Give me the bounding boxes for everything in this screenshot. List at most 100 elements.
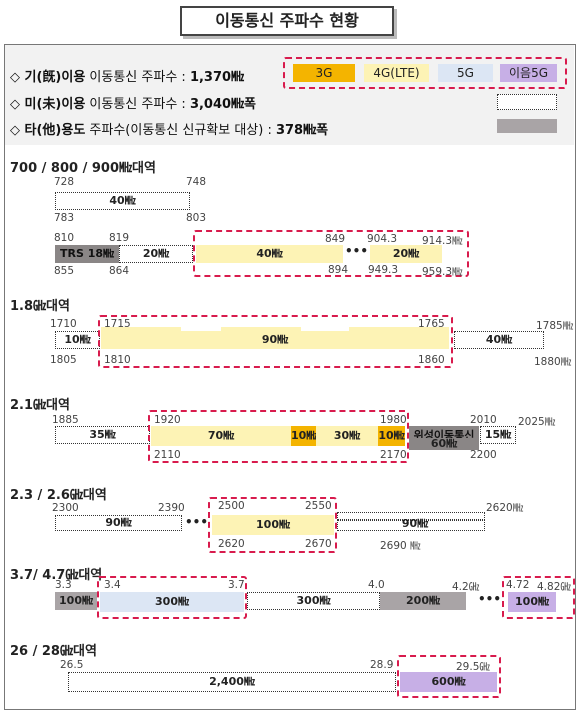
legend-key-4g: 4G(LTE) — [364, 64, 429, 82]
block-trs-18mhz: TRS 18㎒ — [55, 245, 119, 263]
block-2-1-30mhz-lte: 30㎒ — [316, 426, 378, 446]
block-26-2400mhz-unused: 2,400㎒ — [68, 672, 396, 692]
legend-other-value: 378㎒폭 — [275, 123, 329, 138]
legend-key-eum5g: 이음5G — [500, 64, 557, 82]
freq-1805: 1805 — [50, 354, 77, 366]
block-28-600mhz-eum5g: 600㎒ — [400, 672, 497, 692]
diagram-frame — [4, 44, 576, 710]
block-4-7-100mhz-eum5g: 100㎒ — [508, 592, 556, 612]
legend-existing-text: 이동통신 주파수 : — [85, 70, 190, 85]
freq-1980: 1980 — [380, 414, 407, 426]
freq-28-9: 28.9 — [370, 659, 394, 671]
freq-819: 819 — [109, 232, 130, 244]
legend-row-unused: ◇ 미(未)이용 이동통신 주파수 : 3,040㎒폭 — [10, 93, 256, 112]
legend-unused-prefix: ◇ 미(未)이용 — [10, 97, 86, 112]
block-700-40mhz: 40㎒ — [55, 192, 190, 210]
freq-959-3: 959.3㎒ — [422, 266, 463, 278]
section-26-28ghz: 26 / 28㎓대역 — [10, 644, 97, 659]
block-1-8-lte-step-c — [349, 327, 449, 333]
block-1-8-lte-step-a — [101, 327, 181, 333]
freq-894: 894 — [328, 264, 349, 276]
block-1-8-90mhz-lte — [101, 331, 449, 349]
freq-2670: 2670 — [305, 538, 332, 550]
legend-other-text: 주파수(이동통신 신규확보 대상) : — [85, 123, 276, 138]
legend-row-other: ◇ 타(他)용도 주파수(이동통신 신규확보 대상) : 378㎒폭 — [10, 119, 328, 138]
freq-2620: 2620 — [218, 538, 245, 550]
legend-panel — [5, 45, 574, 145]
freq-803: 803 — [186, 212, 207, 224]
freq-4-82: 4.82㎓ — [537, 581, 571, 593]
label-2-6-90mhz: 90㎒ — [401, 517, 429, 530]
freq-4-0: 4.0 — [368, 579, 385, 591]
freq-2550: 2550 — [305, 500, 332, 512]
page-title: 이동통신 주파수 현황 — [180, 6, 394, 36]
block-3-3-100mhz: 100㎒ — [55, 592, 97, 610]
block-2-6-lower-unused — [337, 520, 485, 531]
freq-3-4: 3.4 — [104, 579, 121, 591]
block-2-3-90mhz: 90㎒ — [55, 515, 182, 531]
freq-1880: 1880㎒ — [534, 356, 572, 368]
group-800-900-existing — [193, 230, 469, 277]
freq-29-5: 29.5㎓ — [456, 661, 490, 673]
freq-1765: 1765 — [418, 318, 445, 330]
legend-unused-value: 3,040㎒폭 — [189, 97, 257, 112]
freq-1710: 1710 — [50, 318, 77, 330]
group-28-existing — [397, 655, 501, 698]
block-900-20mhz-lte: 20㎒ — [370, 245, 442, 263]
block-2-1-10mhz-3g-b: 10㎒ — [378, 426, 405, 446]
freq-2620mhz: 2620㎒ — [486, 502, 524, 514]
freq-2170: 2170 — [380, 449, 407, 461]
group-4-7-existing — [502, 576, 575, 619]
freq-2500: 2500 — [218, 500, 245, 512]
gap-dots-900: ••• — [345, 244, 369, 258]
legend-swatch-other — [497, 119, 557, 133]
freq-2390: 2390 — [158, 502, 185, 514]
freq-2300: 2300 — [52, 502, 79, 514]
freq-748: 748 — [186, 176, 207, 188]
section-3-7-4-7ghz: 3.7/ 4.7㎓대역 — [10, 568, 103, 583]
block-2-1-15mhz: 15㎒ — [480, 426, 516, 444]
block-800-40mhz-lte: 40㎒ — [196, 245, 343, 263]
section-2-1ghz: 2.1㎓대역 — [10, 398, 70, 413]
legend-unused-text: 이동통신 주파수 : — [85, 97, 190, 112]
legend-existing-value: 1,370㎒ — [189, 70, 245, 85]
freq-26-5: 26.5 — [60, 659, 84, 671]
freq-1785: 1785㎒ — [536, 320, 574, 332]
legend-existing-prefix: ◇ 기(旣)이용 — [10, 70, 86, 85]
freq-728: 728 — [54, 176, 75, 188]
block-1-8-10mhz: 10㎒ — [55, 331, 100, 349]
freq-2025: 2025㎒ — [518, 416, 556, 428]
block-3-5-300mhz-5g: 300㎒ — [100, 592, 244, 612]
freq-4-2: 4.2㎓ — [452, 581, 480, 593]
gap-dots-2-3: ••• — [185, 515, 209, 529]
block-2-1-10mhz-3g-a: 10㎒ — [291, 426, 317, 446]
legend-key-group — [283, 57, 567, 89]
block-2-1-70mhz-lte: 70㎒ — [151, 426, 291, 446]
group-2-1-existing — [148, 410, 409, 463]
block-3-7-300mhz-unused: 300㎒ — [247, 592, 380, 610]
group-3-5-existing — [97, 576, 247, 619]
freq-3-3: 3.3 — [55, 579, 72, 591]
gap-dots-4-2: ••• — [478, 592, 502, 606]
legend-row-existing: ◇ 기(旣)이용 이동통신 주파수 : 1,370㎒ — [10, 66, 244, 85]
group-2-6-existing — [208, 497, 337, 553]
label-1-8-90mhz: 90㎒ — [261, 333, 289, 346]
section-2-3-2-6ghz: 2.3 / 2.6㎓대역 — [10, 488, 107, 503]
freq-2690: 2690 ㎒ — [380, 540, 421, 552]
group-1-8-existing — [98, 315, 453, 368]
freq-864: 864 — [109, 265, 130, 277]
section-1-8ghz: 1.8㎓대역 — [10, 299, 70, 314]
freq-810: 810 — [54, 232, 75, 244]
section-700-800-900: 700 / 800 / 900㎒대역 — [10, 161, 156, 176]
block-800-20mhz-unused: 20㎒ — [119, 245, 193, 263]
block-2-6-upper-unused — [337, 512, 485, 520]
block-2-6-100mhz-lte: 100㎒ — [212, 515, 334, 535]
freq-2200: 2200 — [470, 449, 497, 461]
freq-1810: 1810 — [104, 354, 131, 366]
freq-1885: 1885 — [52, 414, 79, 426]
block-2-1-35mhz: 35㎒ — [55, 426, 150, 444]
freq-2010: 2010 — [470, 414, 497, 426]
freq-1860: 1860 — [418, 354, 445, 366]
block-4-0-200mhz: 200㎒ — [380, 592, 466, 610]
legend-key-5g: 5G — [438, 64, 493, 82]
